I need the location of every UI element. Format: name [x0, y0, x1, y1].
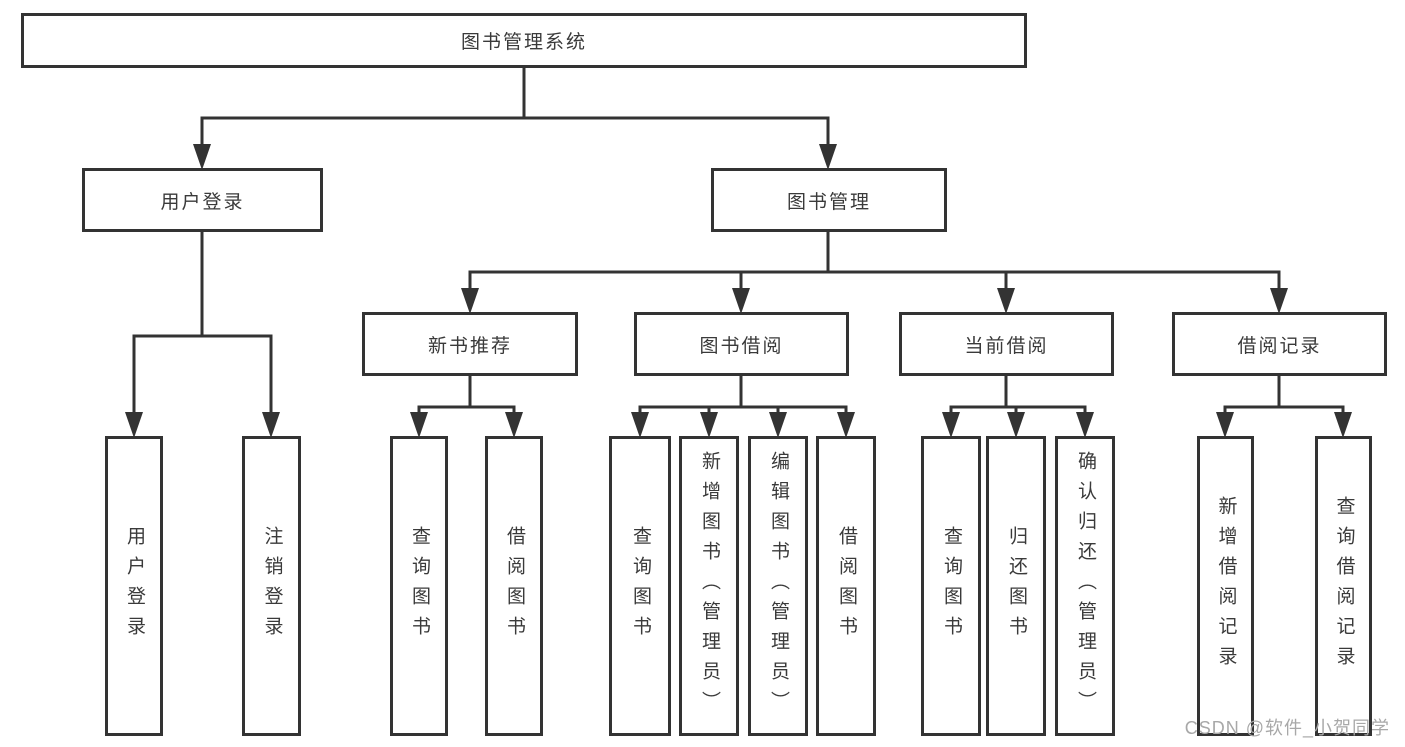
- leaf-logout: 注销登录: [242, 436, 301, 736]
- node-current-borrowing: 当前借阅: [899, 312, 1114, 376]
- leaf-label: 归还图书: [1005, 526, 1027, 646]
- node-label: 用户登录: [160, 191, 245, 213]
- leaf-query-books-recommend: 查询图书: [390, 436, 448, 736]
- leaf-label: 查询图书: [629, 526, 651, 646]
- leaf-label: 注销登录: [261, 526, 283, 646]
- node-user-login: 用户登录: [82, 168, 323, 232]
- node-label: 图书管理系统: [460, 32, 587, 53]
- node-book-management: 图书管理: [711, 168, 947, 232]
- node-book-borrowing: 图书借阅: [634, 312, 849, 376]
- leaf-user-login: 用户登录: [105, 436, 163, 736]
- leaf-return-books: 归还图书: [986, 436, 1046, 736]
- node-library-management-system: 图书管理系统: [21, 13, 1027, 68]
- leaf-add-book-admin: 新增图书（管理员）: [679, 436, 739, 736]
- leaf-add-borrow-record: 新增借阅记录: [1197, 436, 1254, 736]
- leaf-label: 编辑图书（管理员）: [767, 451, 789, 721]
- leaf-label: 确认归还（管理员）: [1074, 451, 1096, 721]
- leaf-label: 新增借阅记录: [1215, 496, 1237, 676]
- leaf-confirm-return-admin: 确认归还（管理员）: [1055, 436, 1115, 736]
- leaf-label: 查询借阅记录: [1333, 496, 1355, 676]
- node-new-book-recommendation: 新书推荐: [362, 312, 578, 376]
- node-label: 图书借阅: [699, 335, 784, 357]
- node-borrowing-records: 借阅记录: [1172, 312, 1387, 376]
- leaf-query-books-current: 查询图书: [921, 436, 981, 736]
- node-label: 借阅记录: [1237, 335, 1322, 357]
- node-label: 新书推荐: [427, 335, 512, 357]
- leaf-query-books-borrowing: 查询图书: [609, 436, 671, 736]
- leaf-borrow-books: 借阅图书: [816, 436, 876, 736]
- leaf-label: 用户登录: [123, 526, 145, 646]
- leaf-label: 借阅图书: [835, 526, 857, 646]
- leaf-label: 借阅图书: [503, 526, 525, 646]
- node-label: 图书管理: [786, 191, 871, 213]
- leaf-label: 查询图书: [408, 526, 430, 646]
- leaf-edit-book-admin: 编辑图书（管理员）: [748, 436, 808, 736]
- csdn-watermark: CSDN @软件_小贺同学: [1184, 718, 1390, 738]
- leaf-label: 查询图书: [940, 526, 962, 646]
- leaf-label: 新增图书（管理员）: [698, 451, 720, 721]
- leaf-borrow-books-recommend: 借阅图书: [485, 436, 543, 736]
- leaf-query-borrow-record: 查询借阅记录: [1315, 436, 1372, 736]
- node-label: 当前借阅: [964, 335, 1049, 357]
